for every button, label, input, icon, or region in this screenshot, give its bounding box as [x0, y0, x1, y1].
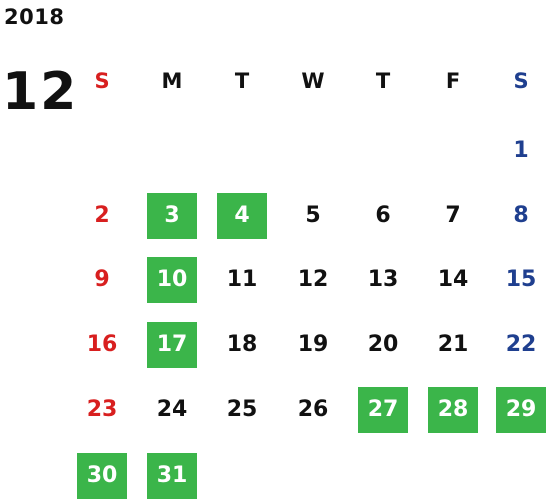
- day-cell-14[interactable]: 14: [437, 267, 469, 292]
- day-cell-22[interactable]: 22: [505, 332, 537, 357]
- day-cell-4[interactable]: 4: [217, 193, 267, 239]
- day-cell-18[interactable]: 18: [226, 332, 258, 357]
- weekday-header-0: S: [94, 69, 110, 93]
- weekday-header-3: W: [301, 69, 325, 93]
- weekday-header-6: S: [513, 69, 529, 93]
- day-cell-9[interactable]: 9: [94, 267, 110, 292]
- day-cell-16[interactable]: 16: [86, 332, 118, 357]
- weekday-header-5: F: [445, 69, 461, 93]
- weekday-header-2: T: [234, 69, 250, 93]
- day-cell-2[interactable]: 2: [94, 203, 110, 228]
- day-cell-20[interactable]: 20: [367, 332, 399, 357]
- day-cell-11[interactable]: 11: [226, 267, 258, 292]
- day-cell-13[interactable]: 13: [367, 267, 399, 292]
- day-cell-7[interactable]: 7: [445, 203, 461, 228]
- day-cell-25[interactable]: 25: [226, 397, 258, 422]
- day-cell-26[interactable]: 26: [297, 397, 329, 422]
- day-cell-12[interactable]: 12: [297, 267, 329, 292]
- weekday-header-1: M: [161, 69, 183, 93]
- day-cell-10[interactable]: 10: [147, 257, 197, 303]
- day-cell-8[interactable]: 8: [513, 203, 529, 228]
- day-cell-23[interactable]: 23: [86, 397, 118, 422]
- day-cell-21[interactable]: 21: [437, 332, 469, 357]
- day-cell-24[interactable]: 24: [156, 397, 188, 422]
- day-cell-31[interactable]: 31: [147, 453, 197, 499]
- day-cell-28[interactable]: 28: [428, 387, 478, 433]
- day-cell-30[interactable]: 30: [77, 453, 127, 499]
- day-cell-6[interactable]: 6: [375, 203, 391, 228]
- day-cell-15[interactable]: 15: [505, 267, 537, 292]
- day-cell-29[interactable]: 29: [496, 387, 546, 433]
- weekday-header-4: T: [375, 69, 391, 93]
- day-cell-27[interactable]: 27: [358, 387, 408, 433]
- day-cell-1[interactable]: 1: [513, 138, 529, 163]
- day-cell-3[interactable]: 3: [147, 193, 197, 239]
- year-label: 2018: [4, 5, 65, 29]
- day-cell-19[interactable]: 19: [297, 332, 329, 357]
- month-number: 12: [2, 62, 79, 122]
- day-cell-17[interactable]: 17: [147, 322, 197, 368]
- day-cell-5[interactable]: 5: [305, 203, 321, 228]
